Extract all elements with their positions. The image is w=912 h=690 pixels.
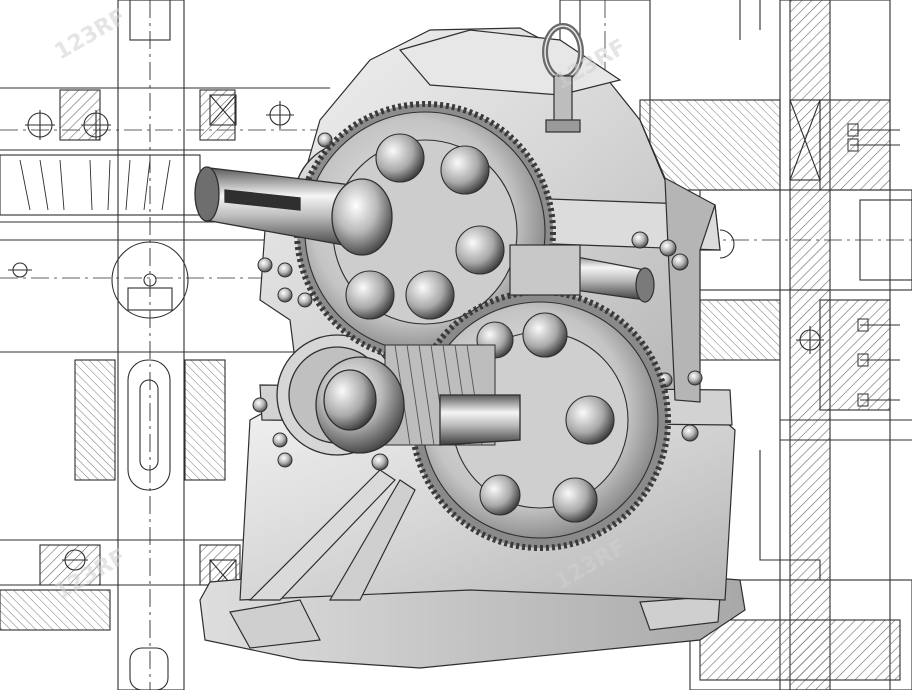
input-shaft: [194, 166, 393, 256]
lower-large-gear: [409, 289, 671, 551]
intermediate-shaft: [509, 244, 655, 303]
output-shaft: [315, 356, 521, 454]
